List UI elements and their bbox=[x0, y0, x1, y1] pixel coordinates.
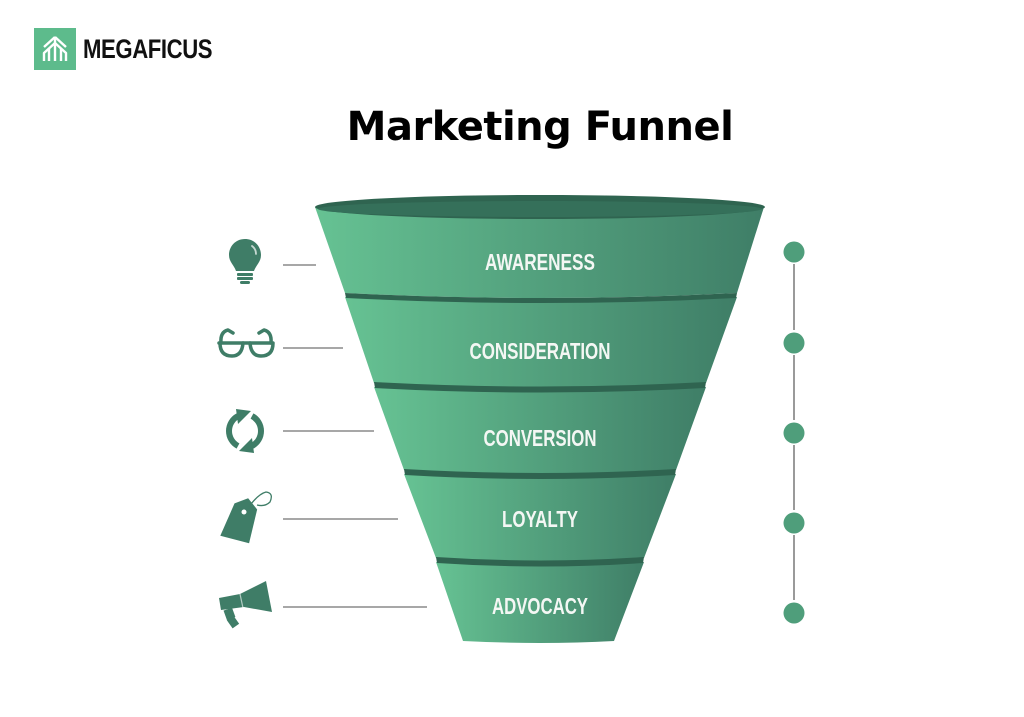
stage-label-loyalty: LOYALTY bbox=[502, 506, 578, 532]
stage-timeline bbox=[783, 241, 805, 624]
funnel-band-conversion bbox=[374, 387, 706, 474]
timeline-dot-conversion bbox=[783, 422, 805, 444]
timeline-dot-advocacy bbox=[783, 602, 805, 624]
refresh-cycle-icon bbox=[226, 413, 264, 449]
brand-name: MEGAFICUS bbox=[83, 33, 213, 64]
funnel-band-advocacy bbox=[436, 562, 644, 643]
stage-labels: AWARENESS CONSIDERATION CONVERSION LOYAL… bbox=[470, 249, 611, 619]
connector-lines bbox=[283, 264, 427, 608]
stage-label-awareness: AWARENESS bbox=[485, 249, 595, 275]
funnel-band-loyalty bbox=[404, 474, 676, 562]
brand-logo: MEGAFICUS bbox=[34, 28, 241, 70]
funnel-band-consideration bbox=[345, 297, 737, 388]
price-tag-icon bbox=[220, 491, 272, 544]
lightbulb-icon bbox=[229, 239, 261, 284]
megaphone-icon bbox=[219, 581, 272, 629]
funnel-band-awareness bbox=[315, 207, 764, 298]
page-title: Marketing Funnel bbox=[346, 104, 734, 150]
timeline-dot-awareness bbox=[783, 241, 805, 263]
stage-label-conversion: CONVERSION bbox=[484, 425, 597, 451]
glasses-icon bbox=[217, 328, 275, 358]
timeline-dot-loyalty bbox=[783, 512, 805, 534]
pine-tree-icon bbox=[34, 28, 76, 70]
stage-label-advocacy: ADVOCACY bbox=[492, 593, 588, 619]
timeline-dot-consideration bbox=[783, 332, 805, 354]
stage-label-consideration: CONSIDERATION bbox=[470, 338, 611, 364]
funnel bbox=[315, 195, 765, 643]
